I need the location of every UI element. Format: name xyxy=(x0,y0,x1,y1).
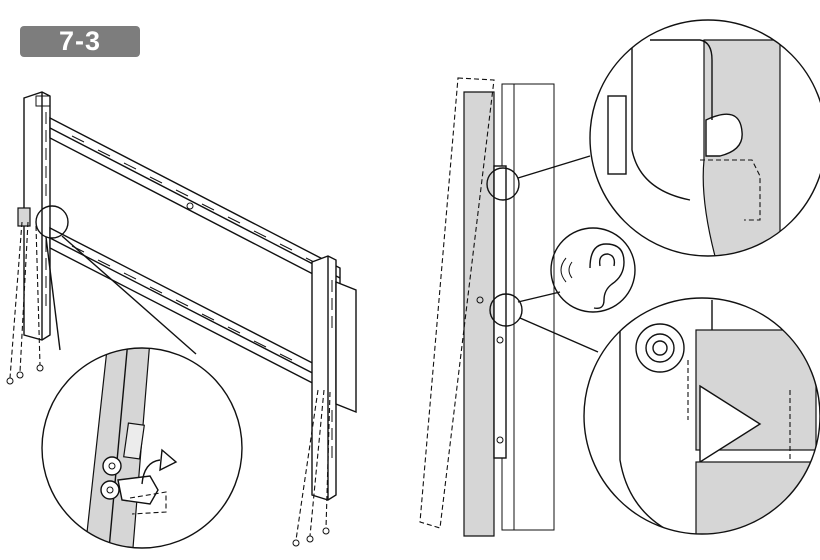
callout-marker-top xyxy=(486,167,520,201)
callout-marker-left xyxy=(35,205,69,239)
step-number: 7-3 xyxy=(58,26,102,56)
side-view xyxy=(419,77,599,537)
release-cords xyxy=(6,221,331,547)
left-bracket xyxy=(17,91,51,341)
top-rail xyxy=(49,116,341,290)
callout-leader-left-b xyxy=(61,235,197,355)
ear-icon xyxy=(550,227,636,313)
wall-mount-frame xyxy=(6,91,357,547)
callout-leader-left-a xyxy=(45,236,61,351)
bottom-latch-icon xyxy=(583,297,820,535)
step-badge: 7-3 xyxy=(20,26,140,57)
locking-hook-icon xyxy=(41,347,243,549)
callout-marker-bottom xyxy=(489,293,523,327)
top-hook-icon xyxy=(589,19,820,257)
right-bracket xyxy=(311,255,357,501)
